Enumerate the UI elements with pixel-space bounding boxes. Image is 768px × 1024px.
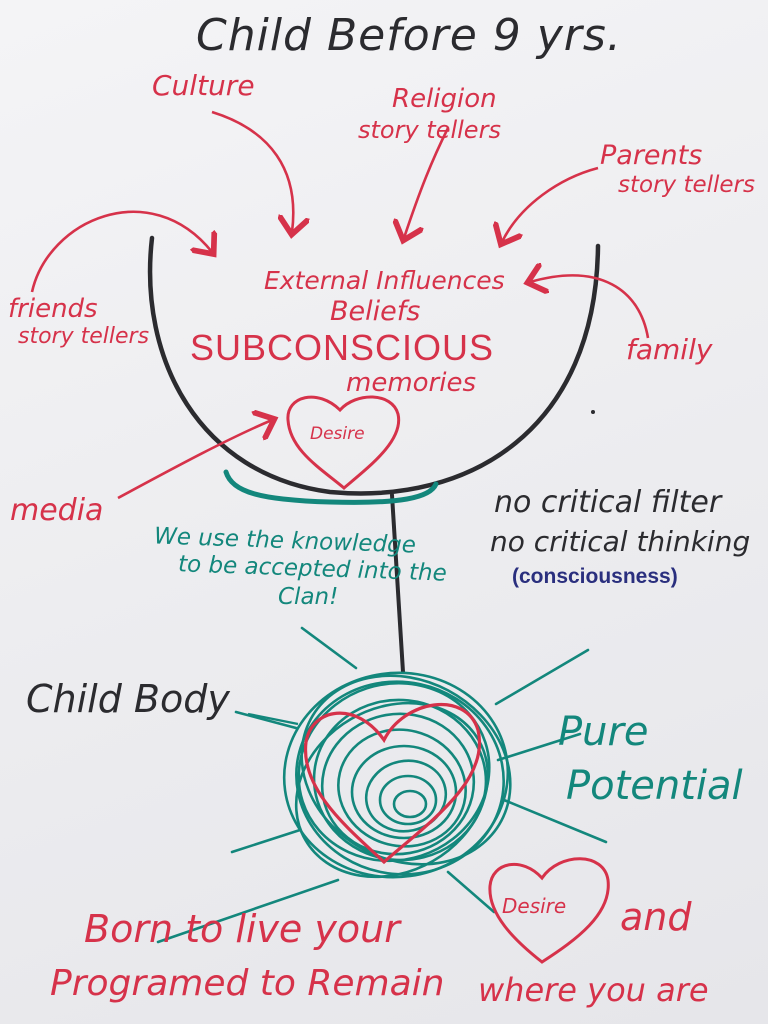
ink-dot (591, 410, 595, 414)
bottom-desire-heart (488, 857, 610, 964)
slogan-line-1b: and (620, 895, 692, 939)
family-arrow (530, 275, 650, 339)
desire-heart-label: Desire (310, 424, 365, 444)
parents-arrow (502, 166, 599, 242)
subconscious-bowl (147, 235, 601, 496)
culture-label: Culture (152, 69, 255, 102)
teal-underline (223, 469, 439, 505)
media-label: media (10, 493, 104, 528)
child-body-label: Child Body (26, 677, 230, 721)
friends-label: friends (8, 294, 98, 324)
subconscious-label: SUBCONSCIOUS (190, 327, 495, 368)
beliefs-label: Beliefs (330, 296, 421, 327)
religion-label: Religion (392, 84, 497, 114)
child-body-scribble (282, 671, 512, 879)
slogan-line-2a: Programed to Remain (50, 963, 445, 1004)
friends-sub-label: story tellers (18, 324, 150, 349)
potential-label: Potential (566, 763, 743, 809)
family-label: family (626, 333, 713, 366)
external-influences-label: External Influences (264, 266, 505, 295)
parents-label: Parents (600, 140, 703, 171)
body-label-pointer (247, 712, 299, 726)
potential-rays (156, 626, 608, 944)
culture-arrow (211, 110, 293, 232)
no-critical-thinking-label: no critical thinking (490, 525, 751, 558)
slogan-heart-label: Desire (502, 894, 567, 918)
knowledge-line-3: Clan! (278, 584, 339, 610)
religion-sub-label: story tellers (358, 116, 501, 144)
consciousness-label: (consciousness) (512, 565, 678, 588)
religion-arrow (404, 127, 450, 238)
parents-sub-label: story tellers (618, 172, 755, 198)
memories-label: memories (346, 368, 477, 398)
no-critical-filter-label: no critical filter (494, 485, 722, 520)
friends-arrow (30, 210, 212, 293)
desire-heart (286, 395, 401, 490)
body-heart (303, 703, 482, 865)
page-title: Child Before 9 yrs. (196, 10, 622, 61)
pure-label: Pure (558, 709, 649, 755)
stem-line (390, 493, 405, 674)
slogan-line-1a: Born to live your (84, 907, 400, 951)
slogan-line-2b: where you are (478, 971, 709, 1009)
media-arrow (117, 420, 272, 500)
